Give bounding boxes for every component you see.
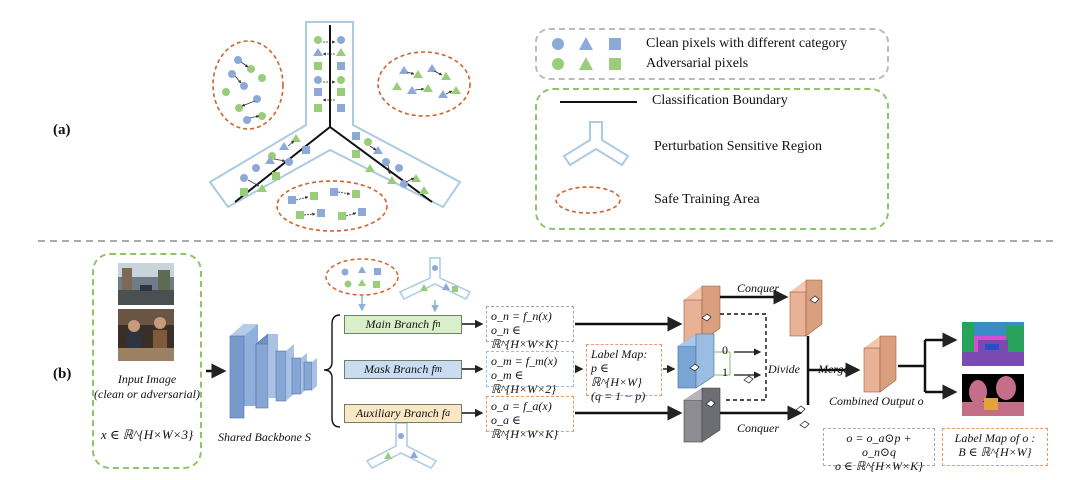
aux-eq-box: o_a = f_a(x) o_a ∈ ℝ^{H×W×K} xyxy=(486,396,574,441)
label-map-o-2: B ∈ ℝ^{H×W} xyxy=(958,445,1032,459)
input-subtitle: (clean or adversarial) xyxy=(94,387,200,401)
left-arm-points xyxy=(240,134,310,196)
legend-clean-label: Clean pixels with different category xyxy=(646,36,848,51)
input-image-street xyxy=(118,263,174,305)
input-formula: x ∈ ℝ^{H×W×3} xyxy=(100,427,194,442)
label-map-box: Label Map: p ∈ ℝ^{H×W} (q = 1 − p) xyxy=(586,344,662,403)
label-map-line-1: Label Map: xyxy=(591,347,648,361)
main-branch-sub: n xyxy=(435,319,441,330)
legend-safe-label: Safe Training Area xyxy=(654,192,760,207)
main-output-block xyxy=(683,285,721,343)
left-cluster-points xyxy=(222,56,266,124)
conquer-bottom-label: Conquer xyxy=(737,421,779,435)
section-b-label: (b) xyxy=(53,366,72,382)
aux-eq-1: o_a = f_a(x) xyxy=(491,399,552,413)
aux-branch-sub: a xyxy=(445,408,451,419)
safe-area-left xyxy=(212,40,284,130)
mini-region-bottom xyxy=(365,422,438,469)
label-map-line-3: (q = 1 − p) xyxy=(591,389,646,403)
aux-branch-label: Auxiliary Branch f xyxy=(355,406,446,420)
legend-safe-icon xyxy=(555,186,621,214)
main-eq-1: o_n = f_n(x) xyxy=(491,309,552,323)
combined-output-label: Combined Output o xyxy=(829,394,924,408)
right-cluster-points xyxy=(392,64,461,98)
legend-adversarial-label: Adversarial pixels xyxy=(646,56,749,71)
mask-eq-1: o_m = f_m(x) xyxy=(491,354,558,368)
main-eq-box: o_n = f_n(x) o_n ∈ ℝ^{H×W×K} xyxy=(486,306,574,351)
mask-eq-box: o_m = f_m(x) o_m ∈ ℝ^{H×W×2} xyxy=(486,351,574,396)
label-map-line-2: p ∈ ℝ^{H×W} xyxy=(591,361,642,389)
merge-label: Merge xyxy=(818,362,849,376)
main-branch-label: Main Branch f xyxy=(365,317,436,331)
legend-adversarial-shapes xyxy=(552,57,621,70)
right-arm-points xyxy=(352,132,429,194)
vertical-arm-points xyxy=(313,36,346,112)
label-map-o-1: Label Map of o : xyxy=(954,431,1036,445)
mask-branch-sub: m xyxy=(434,364,442,375)
label-map-o-box: Label Map of o : B ∈ ℝ^{H×W} xyxy=(942,428,1048,466)
conquer-top-block xyxy=(789,279,823,337)
branch-brace xyxy=(323,314,341,428)
mini-region-top xyxy=(398,257,472,300)
legend-bottom-box xyxy=(535,88,889,230)
conquer-top-label: Conquer xyxy=(737,281,779,295)
divide-zero: 0 xyxy=(722,343,728,357)
combined-eq-2: o ∈ ℝ^{H×W×K} xyxy=(835,459,923,473)
aux-output-block xyxy=(683,387,721,443)
segmentation-output-image xyxy=(962,322,1024,366)
legend-top-box xyxy=(535,28,889,80)
safe-area-bottom xyxy=(276,180,388,232)
legend-region-icon xyxy=(562,121,630,167)
main-eq-2: o_n ∈ ℝ^{H×W×K} xyxy=(491,323,559,351)
divide-label: Divide xyxy=(768,362,800,376)
mini-safe-area xyxy=(325,258,399,296)
safe-area-right xyxy=(377,51,471,117)
section-a-label: (a) xyxy=(53,122,71,138)
backbone-blocks xyxy=(229,324,317,419)
legend-region-label: Perturbation Sensitive Region xyxy=(654,139,822,154)
legend-clean-shapes xyxy=(552,37,621,50)
label-map-output-image xyxy=(962,374,1024,416)
input-box xyxy=(92,253,202,469)
perturbation-region-shape xyxy=(208,21,462,209)
input-title: Input Image xyxy=(117,372,177,386)
mask-branch-label: Mask Branch f xyxy=(364,362,435,376)
aux-eq-2: o_a ∈ ℝ^{H×W×K} xyxy=(491,413,559,441)
combined-eq-1: o = o_a⊙p + o_n⊙q xyxy=(846,431,912,459)
combined-eq-box: o = o_a⊙p + o_n⊙q o ∈ ℝ^{H×W×K} xyxy=(823,428,935,473)
input-image-people xyxy=(118,309,174,361)
backbone-label: Shared Backbone S xyxy=(218,430,311,444)
mask-eq-2: o_m ∈ ℝ^{H×W×2} xyxy=(491,368,557,396)
legend-boundary-label: Classification Boundary xyxy=(652,93,788,108)
bottom-cluster-points xyxy=(288,188,366,220)
mask-output-block xyxy=(677,333,715,389)
combined-output-block xyxy=(863,335,897,393)
divide-one: 1 xyxy=(722,365,728,379)
